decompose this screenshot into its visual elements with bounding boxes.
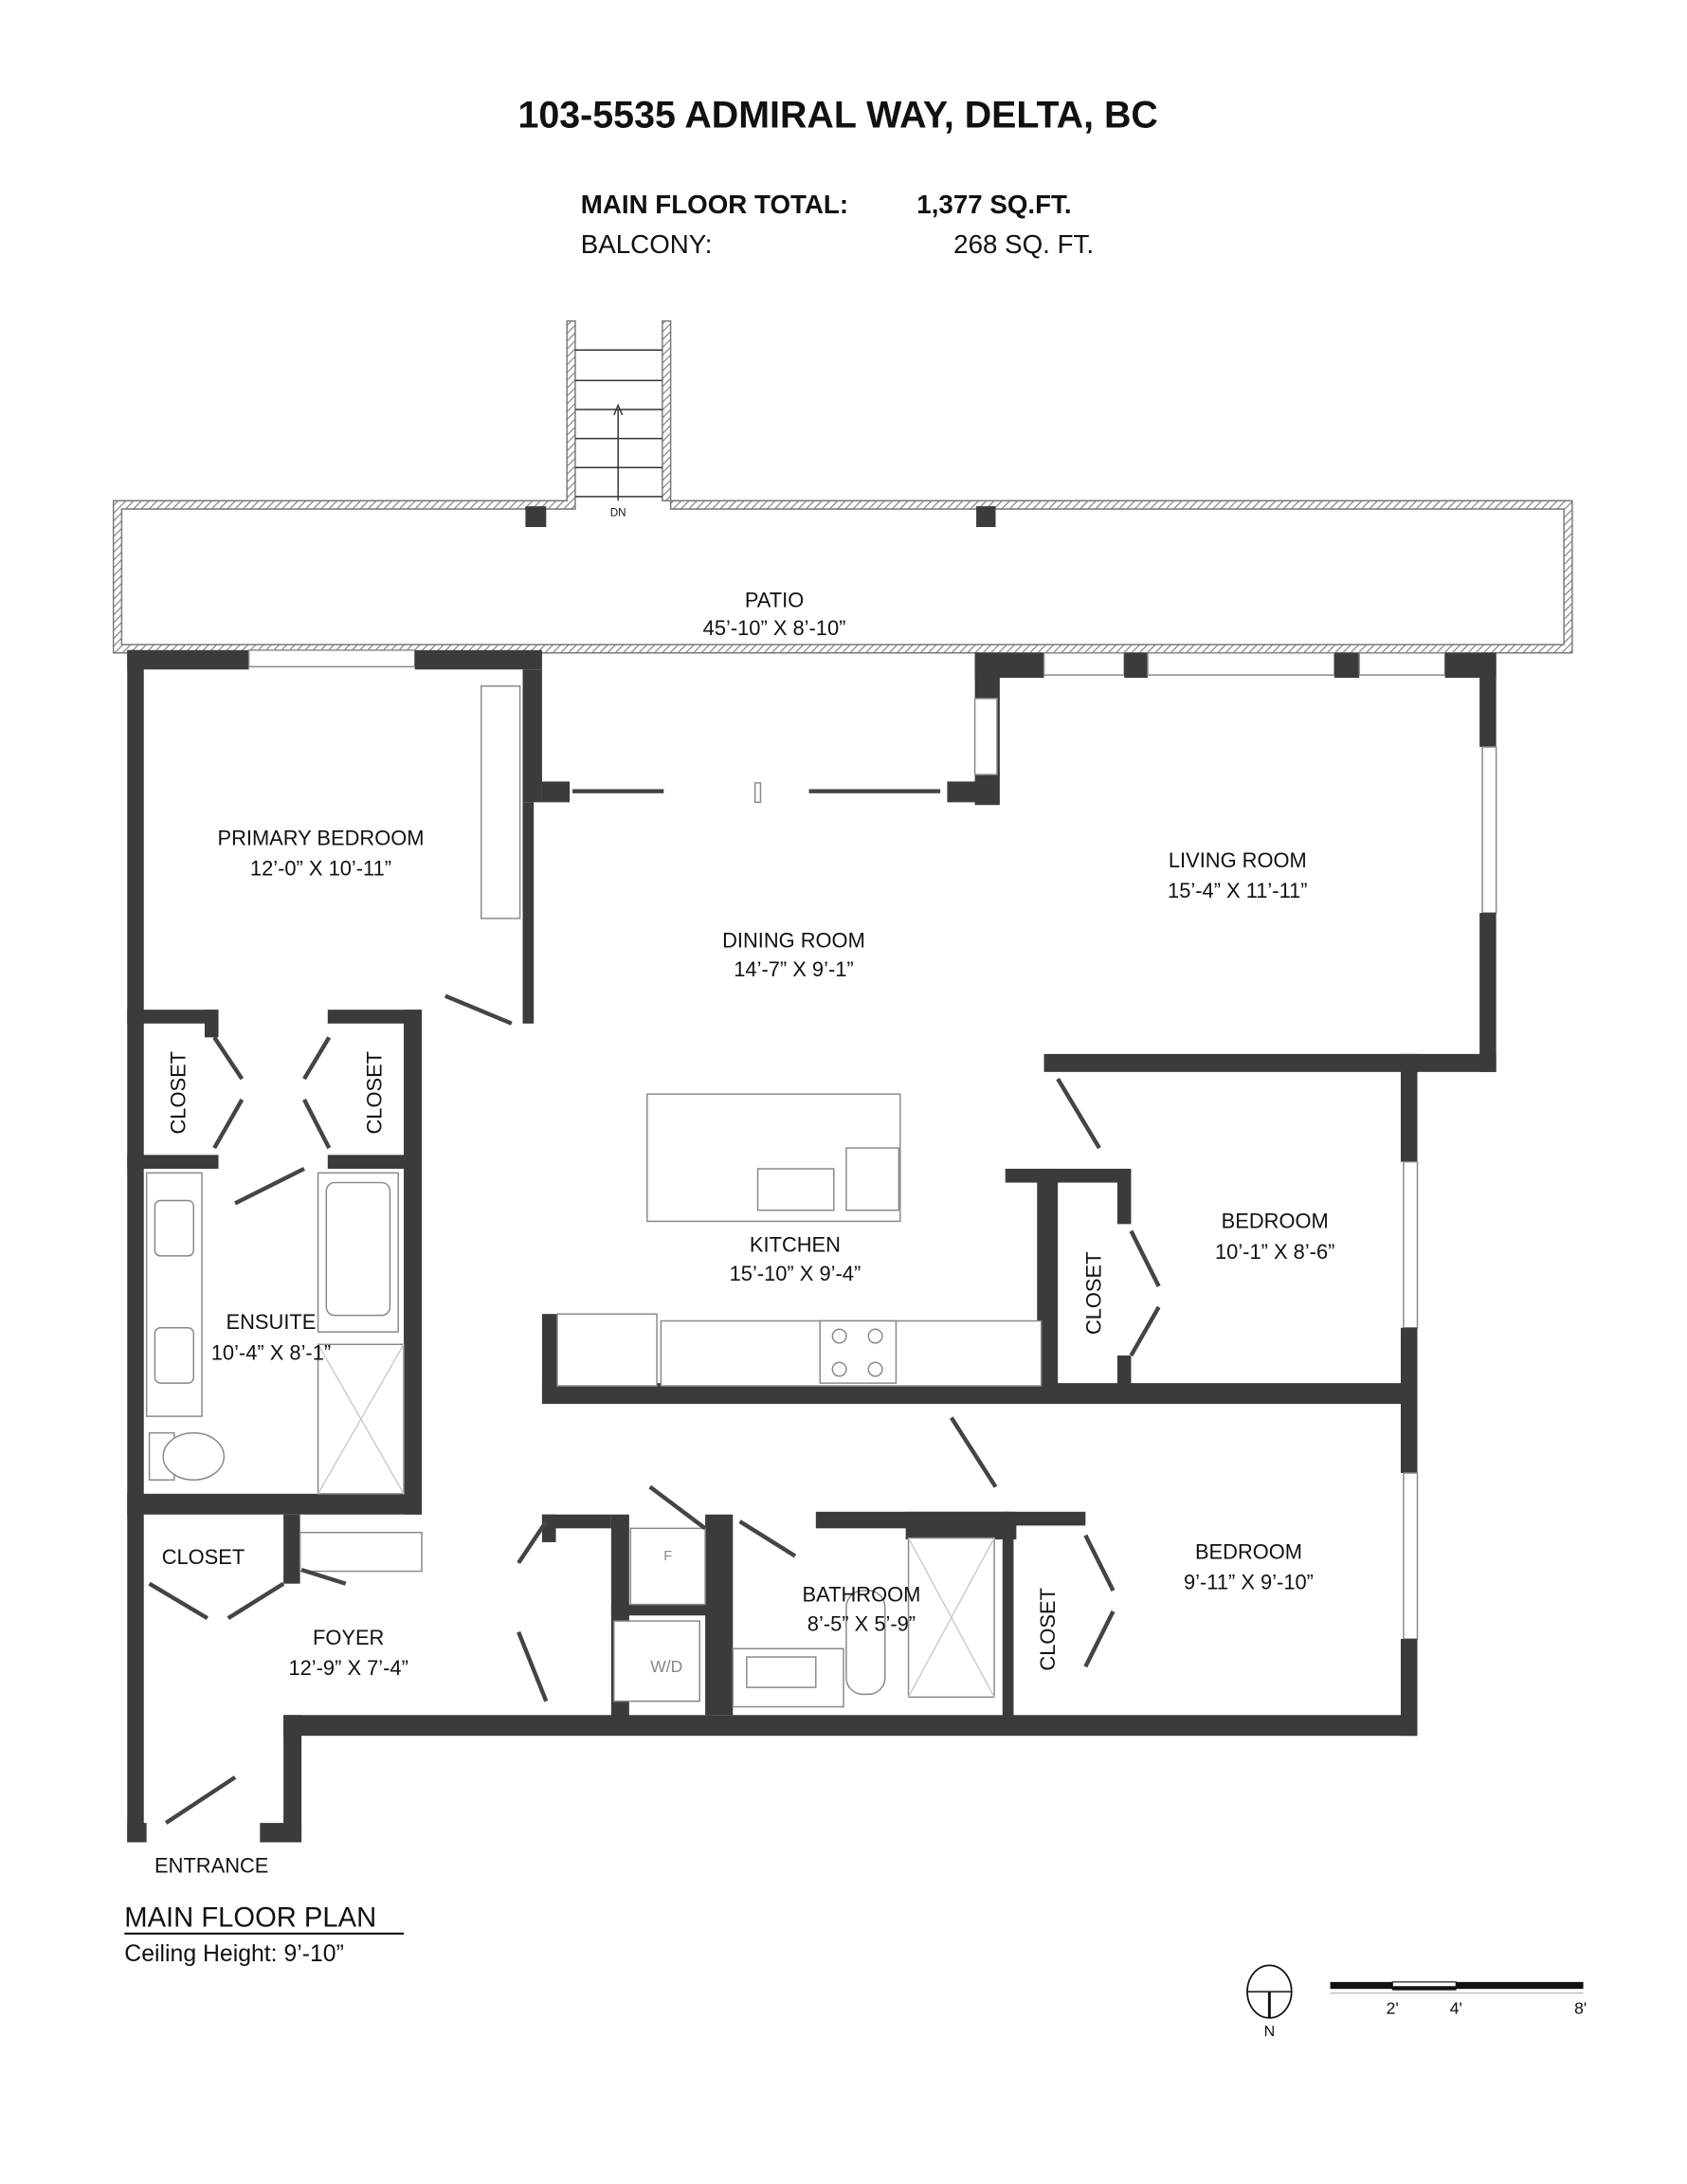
shelf bbox=[299, 1531, 423, 1573]
foyer-name: FOYER bbox=[313, 1626, 384, 1649]
north-label: N bbox=[1264, 2023, 1276, 2040]
fridge-label: F bbox=[663, 1549, 672, 1564]
primary-bedroom-name: PRIMARY BEDROOM bbox=[217, 827, 424, 850]
closet-label: CLOSET bbox=[1081, 1252, 1105, 1336]
closet-label: CLOSET bbox=[162, 1545, 245, 1569]
post bbox=[976, 506, 996, 527]
patio-name: PATIO bbox=[745, 589, 804, 612]
scale-bar: 2' 4' 8' bbox=[1330, 1981, 1587, 2017]
bedroom-2-name: BEDROOM bbox=[1222, 1210, 1329, 1233]
ensuite-size: 10’-4” X 8’-1” bbox=[211, 1340, 331, 1364]
closet-label: CLOSET bbox=[167, 1051, 190, 1135]
balcony-label: BALCONY: bbox=[581, 229, 713, 259]
bedroom-3-name: BEDROOM bbox=[1195, 1539, 1302, 1563]
foyer-size: 12’-9” X 7’-4” bbox=[288, 1656, 408, 1680]
bathroom-name: BATHROOM bbox=[803, 1583, 921, 1607]
ceiling-height: Ceiling Height: 9’-10” bbox=[124, 1941, 344, 1967]
kitchen-size: 15’-10” X 9’-4” bbox=[730, 1262, 862, 1285]
living-room-name: LIVING ROOM bbox=[1169, 848, 1307, 872]
range bbox=[819, 1320, 898, 1384]
bathroom-size: 8’-5” X 5’-9” bbox=[807, 1611, 916, 1635]
stairs-down-label: DN bbox=[610, 506, 626, 519]
closet-label: CLOSET bbox=[363, 1051, 387, 1135]
stairs bbox=[574, 349, 662, 501]
closet-label: CLOSET bbox=[1036, 1588, 1060, 1671]
scale-tick: 8' bbox=[1574, 1998, 1587, 2017]
fridge bbox=[629, 1527, 706, 1606]
scale-tick: 4' bbox=[1450, 1998, 1462, 2017]
kitchen-sink bbox=[756, 1168, 835, 1211]
washer-dryer-label: W/D bbox=[650, 1657, 682, 1676]
main-floor-value: 1,377 SQ.FT. bbox=[916, 190, 1071, 219]
north-arrow-icon bbox=[1246, 1964, 1293, 2019]
plan-title: 103-5535 ADMIRAL WAY, DELTA, BC bbox=[517, 94, 1157, 136]
floor-plan-title: MAIN FLOOR PLAN bbox=[124, 1903, 376, 1934]
living-room-size: 15’-4” X 11’-11” bbox=[1168, 879, 1308, 902]
main-floor-label: MAIN FLOOR TOTAL: bbox=[581, 190, 848, 219]
counter bbox=[556, 1313, 658, 1387]
balcony-value: 268 SQ. FT. bbox=[953, 229, 1094, 259]
walls bbox=[127, 649, 1497, 1843]
dining-room-size: 14’-7” X 9’-1” bbox=[734, 957, 853, 981]
patio-size: 45’-10” X 8’-10” bbox=[703, 616, 846, 640]
fixtures bbox=[145, 685, 1161, 1825]
wardrobe bbox=[481, 685, 521, 919]
ensuite-name: ENSUITE bbox=[227, 1310, 317, 1334]
dishwasher bbox=[845, 1147, 900, 1211]
toilet bbox=[845, 1590, 886, 1696]
room-labels: PATIO 45’-10” X 8’-10” PRIMARY BEDROOM 1… bbox=[154, 589, 1334, 1878]
dining-room-name: DINING ROOM bbox=[722, 929, 865, 953]
entrance-label: ENTRANCE bbox=[154, 1854, 268, 1878]
patio: DN bbox=[112, 319, 1573, 654]
bedroom-3-size: 9’-11” X 9’-10” bbox=[1184, 1571, 1314, 1594]
kitchen-name: KITCHEN bbox=[750, 1233, 841, 1257]
scale-tick: 2' bbox=[1387, 1998, 1399, 2017]
primary-bedroom-size: 12’-0” X 10’-11” bbox=[250, 857, 391, 881]
bedroom-2-size: 10’-1” X 8’-6” bbox=[1215, 1240, 1334, 1264]
washer-dryer bbox=[613, 1620, 700, 1702]
post bbox=[525, 506, 547, 527]
